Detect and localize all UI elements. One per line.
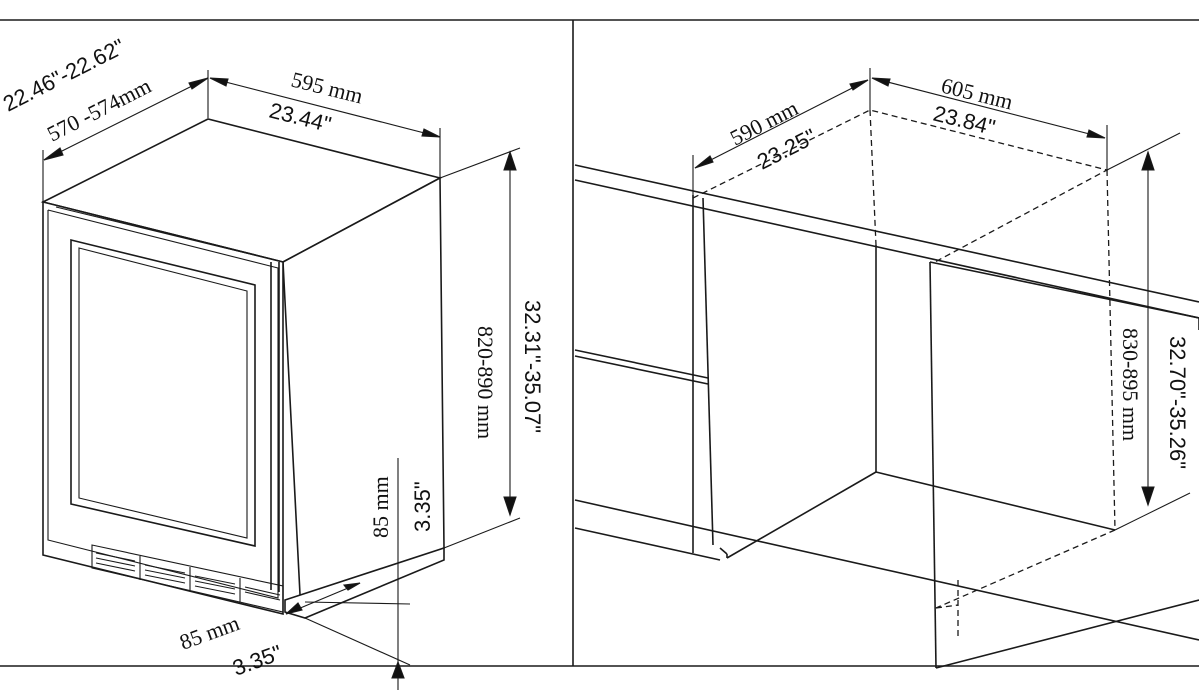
left-dimension-lines (42, 70, 521, 690)
appliance-drawing (40, 118, 445, 619)
right-labels: 590 mm 23.25" 605 mm 23.84" 830-895 mm 3… (726, 73, 1190, 469)
left-toekick-depth-mm: 85 mm (176, 610, 243, 655)
right-height-mm: 830-895 mm (1118, 328, 1143, 441)
left-toekick-height-in: 3.35" (410, 481, 435, 532)
left-height-in: 32.31"-35.07" (520, 300, 545, 433)
right-dimension-lines (692, 68, 1191, 531)
left-height-mm: 820-890 mm (473, 326, 498, 439)
cabinet-opening-drawing (574, 109, 1199, 669)
left-toekick-height-mm: 85 mm (368, 476, 393, 538)
left-width-in: 23.44" (267, 98, 334, 137)
left-width-mm: 595 mm (289, 67, 366, 109)
left-toekick-depth-in: 3.35" (229, 640, 285, 681)
right-height-in: 32.70"-35.26" (1165, 336, 1190, 469)
frame (0, 19, 1199, 667)
